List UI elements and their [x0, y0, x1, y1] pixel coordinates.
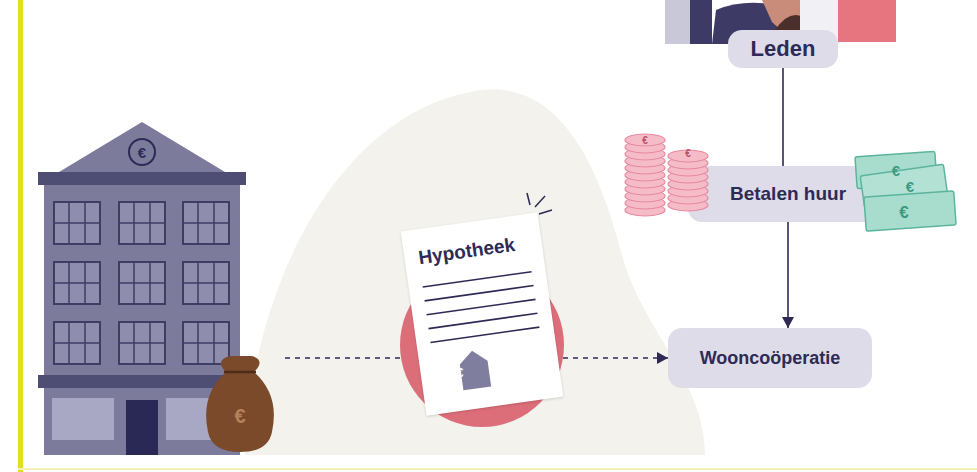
bank-note	[855, 151, 937, 189]
bank-note	[860, 164, 948, 207]
coin	[668, 185, 708, 197]
building-window	[54, 322, 100, 364]
coin	[668, 171, 708, 183]
person-shape	[838, 0, 896, 42]
coin	[625, 183, 665, 195]
member-box: Leden	[728, 30, 838, 68]
coin	[625, 162, 665, 174]
flow-connector	[782, 222, 794, 328]
building-window	[119, 322, 165, 364]
currency-symbol: €	[906, 179, 914, 194]
building-body	[44, 185, 240, 377]
bag-tie	[224, 371, 256, 374]
connector-line	[782, 68, 784, 166]
arrow-head	[782, 317, 794, 328]
coin	[668, 178, 708, 190]
text-line	[425, 286, 534, 301]
building-window	[119, 202, 165, 244]
paper-sheet: Hypotheek	[401, 212, 564, 415]
node-text: Wooncoöperatie	[700, 348, 841, 369]
coin-emblem	[129, 139, 155, 165]
currency-symbol: €	[642, 136, 648, 146]
building-window	[54, 262, 100, 304]
document-title: Hypotheek	[417, 234, 516, 269]
coin	[668, 150, 708, 162]
shop-window	[52, 398, 114, 440]
flow-connector	[783, 68, 784, 166]
connector-line	[563, 357, 668, 359]
text-line	[427, 299, 536, 314]
accent-bar	[18, 0, 23, 472]
currency-symbol: €	[685, 149, 691, 159]
currency-symbol: €	[457, 367, 464, 379]
building-window	[54, 202, 100, 244]
cooperative-box: Wooncoöperatie	[668, 328, 872, 388]
bank-notes	[855, 151, 956, 231]
coin	[625, 134, 665, 146]
building-cornice	[38, 172, 246, 185]
coin-stacks	[625, 134, 708, 216]
building-window	[183, 262, 229, 304]
coin	[668, 164, 708, 176]
bank-note	[864, 191, 956, 231]
emphasis-mark	[535, 196, 545, 207]
coin	[625, 148, 665, 160]
coin	[625, 204, 665, 216]
coin	[668, 192, 708, 204]
node-text: Leden	[751, 36, 816, 62]
coin	[625, 176, 665, 188]
emphasis-mark	[527, 193, 530, 205]
connector-line	[787, 222, 789, 328]
text-line	[429, 313, 538, 328]
flow-connector	[563, 352, 668, 364]
arrow-head	[657, 352, 668, 364]
building-window	[119, 262, 165, 304]
text-line	[423, 272, 532, 287]
money-bag	[206, 356, 274, 452]
building-door	[126, 400, 158, 455]
coin	[625, 169, 665, 181]
coin	[668, 199, 708, 211]
node-text: Betalen huur	[730, 183, 846, 205]
accent-line	[18, 468, 977, 470]
person-shape	[690, 0, 712, 44]
emphasis-mark	[539, 210, 552, 214]
building-window	[183, 202, 229, 244]
payment-box: Betalen huur	[688, 166, 888, 222]
currency-symbol: €	[899, 204, 908, 221]
currency-symbol: €	[234, 406, 245, 426]
text-line	[430, 327, 539, 342]
mortgage-document: Hypotheek	[401, 213, 563, 417]
coin	[625, 197, 665, 209]
dashed-flow-line	[285, 357, 400, 359]
currency-symbol: €	[892, 163, 900, 178]
background-blob	[245, 89, 705, 455]
person-shape	[665, 0, 691, 44]
coin	[625, 190, 665, 202]
building-roof	[59, 122, 225, 172]
coin	[625, 155, 665, 167]
building-window	[183, 322, 229, 364]
currency-symbol: €	[138, 145, 146, 160]
